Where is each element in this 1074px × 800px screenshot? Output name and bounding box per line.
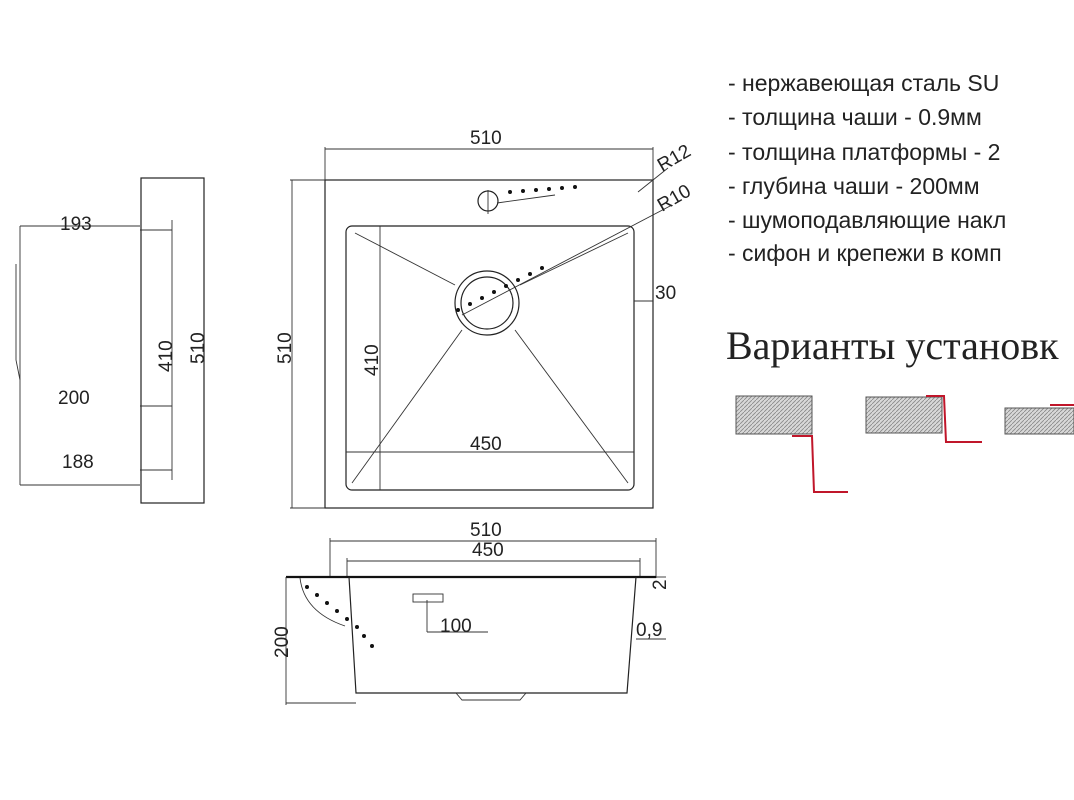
- variants-title: Варианты установк: [726, 323, 1059, 368]
- overflow-slots: [412, 593, 444, 603]
- dim-09: 0,9: [636, 620, 662, 641]
- dim-510: 510: [470, 520, 502, 541]
- side-view-frame: [140, 177, 205, 504]
- r12-leader: [637, 167, 669, 193]
- dim-30: 30: [655, 283, 676, 304]
- section-drain: [455, 692, 527, 701]
- top-view: 510 510 410 450 30 R12 R10: [275, 128, 695, 509]
- spec-siphon: - сифон и крепежи в комп: [728, 240, 1002, 266]
- side-view-drain-lip: [15, 264, 21, 381]
- dim-410: 410: [156, 340, 177, 372]
- slope-line-2: [519, 232, 629, 286]
- dim-410: 410: [362, 344, 383, 376]
- top-bowl: [345, 225, 635, 491]
- drain-inner: [460, 276, 514, 330]
- top-outer: [324, 179, 654, 509]
- side-view-body: [19, 225, 140, 486]
- spec-platform-thickness: - толщина платформы - 2: [728, 139, 1001, 165]
- side-view: 193 200 188 410 510: [15, 177, 209, 504]
- variant-undermount: [735, 395, 848, 493]
- drain-outer: [454, 270, 520, 336]
- spec-bowl-thickness: - толщина чаши - 0.9мм: [728, 104, 982, 130]
- dim-510-left: 510: [275, 332, 296, 364]
- dim-510: 510: [188, 332, 209, 364]
- dim-510-top: 510: [470, 128, 502, 149]
- dim-r12: R12: [654, 141, 695, 177]
- section-view: 510 450 200 100 2 0,9: [272, 520, 671, 705]
- r10-leader: [461, 204, 673, 316]
- dim-450: 450: [470, 434, 502, 455]
- dim-2: 2: [650, 579, 671, 590]
- slope-line-4: [514, 329, 629, 484]
- dim-100: 100: [440, 616, 472, 637]
- dotted-markers-section: [305, 585, 374, 648]
- dim-200: 200: [58, 388, 90, 409]
- variant-flush: [865, 395, 982, 443]
- spec-sound-pads: - шумоподавляющие накл: [728, 207, 1007, 233]
- slope-line-3: [351, 329, 463, 484]
- slope-line-1: [354, 232, 456, 286]
- installation-variants: [735, 395, 1074, 493]
- dim-200: 200: [272, 626, 293, 658]
- dim-188: 188: [62, 452, 94, 473]
- variant-overmount: [1004, 404, 1074, 435]
- dim-450: 450: [472, 540, 504, 561]
- dotted-markers: [456, 185, 577, 312]
- section-arc: [299, 577, 346, 627]
- spec-bowl-depth: - глубина чаши - 200мм: [728, 173, 980, 199]
- dim-193: 193: [60, 214, 92, 235]
- spec-material: - нержавеющая сталь SU: [728, 70, 1000, 96]
- tap-hole-leader: [496, 194, 556, 204]
- section-bowl: [348, 576, 637, 694]
